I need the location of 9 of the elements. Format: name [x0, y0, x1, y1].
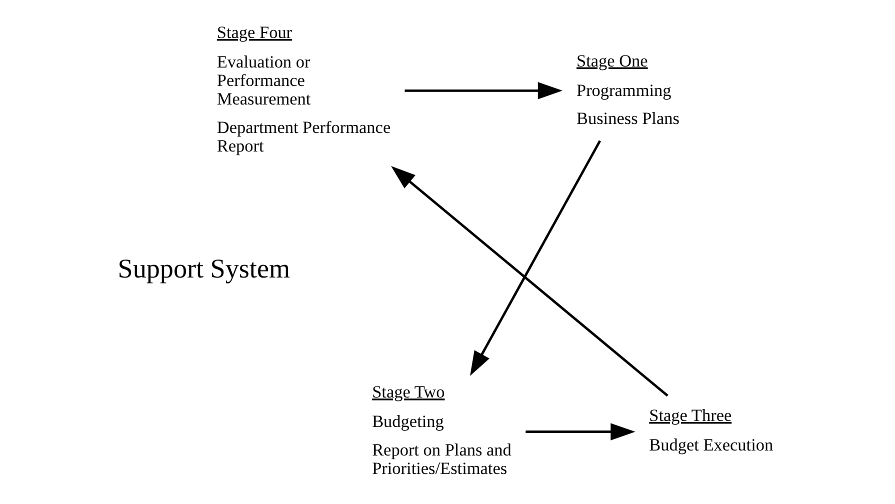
node-text: Stage Four Evaluation or Performance Measurement Department Performance Report	[216, 22, 391, 156]
node-text: Stage Two Budgeting Report on Plans and Priorities/Estimates	[372, 382, 512, 478]
arrow	[404, 82, 563, 100]
node-text: Stage One Programming Business Plans	[576, 51, 680, 128]
arrow	[526, 423, 636, 440]
node-text: Stage Three Budget Execution	[649, 406, 774, 455]
node-text: Support System	[118, 253, 290, 284]
arrow	[391, 166, 668, 397]
arrow	[470, 140, 602, 376]
